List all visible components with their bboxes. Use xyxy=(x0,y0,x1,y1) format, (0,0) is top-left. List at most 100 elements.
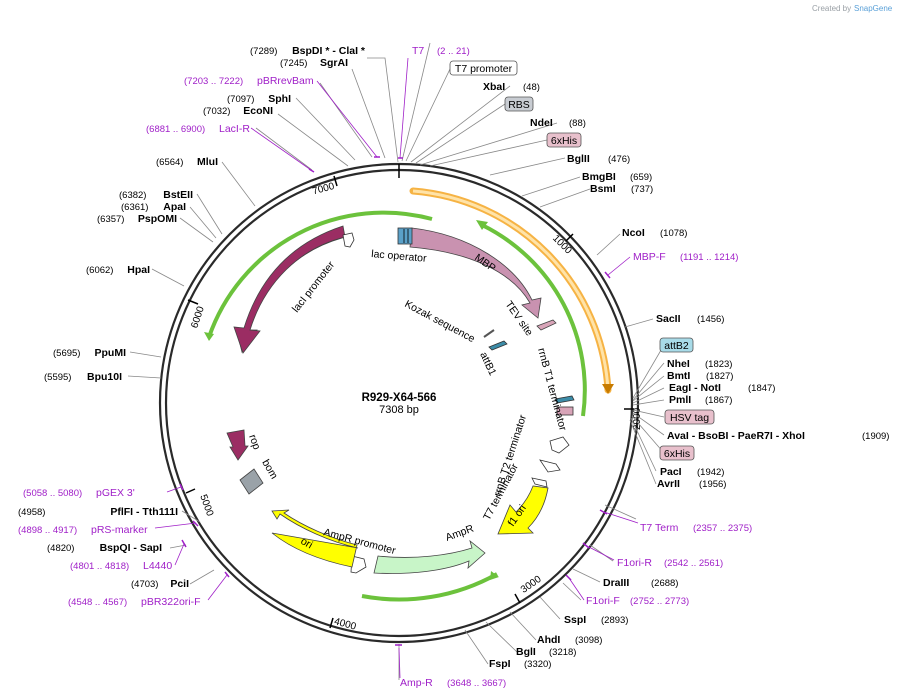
tev-site-feature[interactable] xyxy=(536,319,557,331)
enzyme-bmti[interactable]: BmtI xyxy=(667,370,690,382)
enzyme-fspi[interactable]: FspI xyxy=(489,658,511,670)
rbs-box[interactable] xyxy=(504,96,534,112)
orf-arc-laci-head xyxy=(204,332,214,341)
credit-prefix: Created by xyxy=(812,4,851,13)
kozak-feature[interactable] xyxy=(483,329,495,338)
lac-operator-feature[interactable] xyxy=(397,227,413,245)
ampr-promoter-feature[interactable] xyxy=(350,555,367,574)
bom-feature[interactable] xyxy=(239,468,264,495)
enzyme-clai-pos: (7289) xyxy=(250,46,277,57)
primer-l4440[interactable]: L4440 xyxy=(143,560,172,572)
enzyme-sphi-pos: (7097) xyxy=(227,94,254,105)
enzyme-ahdi[interactable]: AhdI xyxy=(537,634,560,646)
primer-amp-r[interactable]: Amp-R xyxy=(400,677,433,689)
enzyme-labels-left: BspDI * - ClaI * (7289) SgrAI (7245) Sph… xyxy=(18,45,366,590)
tick-label-2000: 2000 xyxy=(632,407,643,430)
laci-promoter-feature[interactable] xyxy=(342,232,355,248)
ampr-feature[interactable] xyxy=(373,539,486,574)
laci-feature-body[interactable] xyxy=(233,225,346,354)
primer-mbp-f[interactable]: MBP-F xyxy=(633,251,666,263)
enzyme-pcii[interactable]: PciI xyxy=(170,578,189,590)
rbs-label: RBS xyxy=(508,99,530,111)
t7-terminator-feature[interactable] xyxy=(531,477,548,488)
enzyme-sspi[interactable]: SspI xyxy=(564,614,586,626)
enzyme-avrii[interactable]: AvrII xyxy=(657,478,680,490)
tick-7000 xyxy=(333,175,338,187)
rrnb-t1-feature[interactable] xyxy=(549,436,570,454)
rrnb-t1-label: rrnB T1 terminator xyxy=(535,347,569,433)
enzyme-fspi-pos: (3320) xyxy=(524,659,551,670)
enzyme-tth111i[interactable]: PflFI - Tth111I xyxy=(110,506,178,518)
hsv-tag-feature[interactable] xyxy=(556,406,574,416)
tick-6000 xyxy=(187,299,199,305)
attb2-feature[interactable] xyxy=(554,395,575,404)
enzyme-ahdi-pos: (3098) xyxy=(575,635,602,646)
t7-promoter-box[interactable] xyxy=(449,60,518,76)
enzyme-bsteii[interactable]: BstEII xyxy=(163,189,193,201)
enzyme-bmgbi[interactable]: BmgBI xyxy=(582,171,616,183)
mbp-feature[interactable] xyxy=(409,227,542,319)
enzyme-apai[interactable]: ApaI xyxy=(163,201,186,213)
enzyme-pmli[interactable]: PmlI xyxy=(669,394,691,406)
his-tag-box-bottom[interactable] xyxy=(659,445,695,461)
enzyme-xhoi[interactable]: AvaI - BsoBI - PaeR7I - XhoI xyxy=(667,430,805,442)
tick-3000 xyxy=(514,593,521,604)
enzyme-pspomi[interactable]: PspOMI xyxy=(138,213,177,225)
hsv-tag-box[interactable] xyxy=(664,409,715,425)
ampr-label: AmpR xyxy=(444,522,476,543)
enzyme-bpu10i-pos: (5595) xyxy=(44,372,71,383)
enzyme-hpai[interactable]: HpaI xyxy=(127,264,150,276)
enzyme-sacii[interactable]: SacII xyxy=(656,313,681,325)
primer-laci-r[interactable]: LacI-R xyxy=(219,123,250,135)
enzyme-ppumi[interactable]: PpuMI xyxy=(95,347,127,359)
enzyme-xbai[interactable]: XbaI xyxy=(483,81,505,93)
enzyme-nhei-pos: (1823) xyxy=(705,359,732,370)
highlight-arc xyxy=(409,187,612,394)
primer-pbr322ori-f[interactable]: pBR322ori-F xyxy=(141,596,201,608)
enzyme-bglii[interactable]: BglII xyxy=(567,153,590,165)
primer-pgex3[interactable]: pGEX 3' xyxy=(96,487,135,499)
enzyme-sgrai[interactable]: SgrAI xyxy=(320,57,348,69)
enzyme-paci[interactable]: PacI xyxy=(660,466,682,478)
enzyme-mlui[interactable]: MluI xyxy=(197,156,218,168)
enzyme-apai-pos: (6361) xyxy=(121,202,148,213)
attb1-feature[interactable] xyxy=(488,340,508,351)
enzyme-ncoi-pos: (1078) xyxy=(660,228,687,239)
attb1-label: attB1 xyxy=(477,350,498,377)
orf-arc-ampr-head xyxy=(490,571,499,580)
enzyme-bpu10i[interactable]: Bpu10I xyxy=(87,371,122,383)
enzyme-econi[interactable]: EcoNI xyxy=(243,105,273,117)
lac-operator-label: lac operator xyxy=(371,248,428,265)
enzyme-draiii[interactable]: DraIII xyxy=(603,577,629,589)
enzyme-sphi[interactable]: SphI xyxy=(268,93,291,105)
rop-feature[interactable] xyxy=(226,429,249,461)
primer-pbrrevbam[interactable]: pBRrevBam xyxy=(257,75,314,87)
rrnb-t2-feature[interactable] xyxy=(539,459,561,473)
enzyme-clai[interactable]: BspDI * - ClaI * xyxy=(292,45,366,57)
enzyme-bsmi[interactable]: BsmI xyxy=(590,183,616,195)
enzyme-sapi-pos: (4820) xyxy=(47,543,74,554)
enzyme-ppumi-pos: (5695) xyxy=(53,348,80,359)
enzyme-nhei[interactable]: NheI xyxy=(667,358,690,370)
primer-f1ori-f[interactable]: F1ori-F xyxy=(586,595,620,607)
enzyme-bgli[interactable]: BglI xyxy=(516,646,536,658)
enzyme-xhoi-pos: (1909) xyxy=(862,431,889,442)
enzyme-ncoi[interactable]: NcoI xyxy=(622,227,645,239)
enzyme-ndei[interactable]: NdeI xyxy=(530,117,553,129)
primer-f1ori-r[interactable]: F1ori-R xyxy=(617,557,652,569)
attb2-box[interactable] xyxy=(659,337,694,353)
tick-label-6000: 6000 xyxy=(189,305,206,330)
ori-feature[interactable] xyxy=(271,509,359,568)
highlight-arc-head xyxy=(602,384,614,394)
enzyme-sapi[interactable]: BspQI - SapI xyxy=(100,542,163,554)
enzyme-sgrai-pos: (7245) xyxy=(280,58,307,69)
his-tag-box-top[interactable] xyxy=(546,132,582,148)
primer-t7term[interactable]: T7 Term xyxy=(640,522,679,534)
enzyme-noti[interactable]: EagI - NotI xyxy=(669,382,721,394)
primer-prs-marker[interactable]: pRS-marker xyxy=(91,524,148,536)
f1-ori-feature[interactable] xyxy=(497,485,549,535)
primer-t7term-pos: (2357 .. 2375) xyxy=(693,523,752,534)
primer-t7[interactable]: T7 xyxy=(412,45,424,57)
enzyme-bmgbi-pos: (659) xyxy=(630,172,652,183)
